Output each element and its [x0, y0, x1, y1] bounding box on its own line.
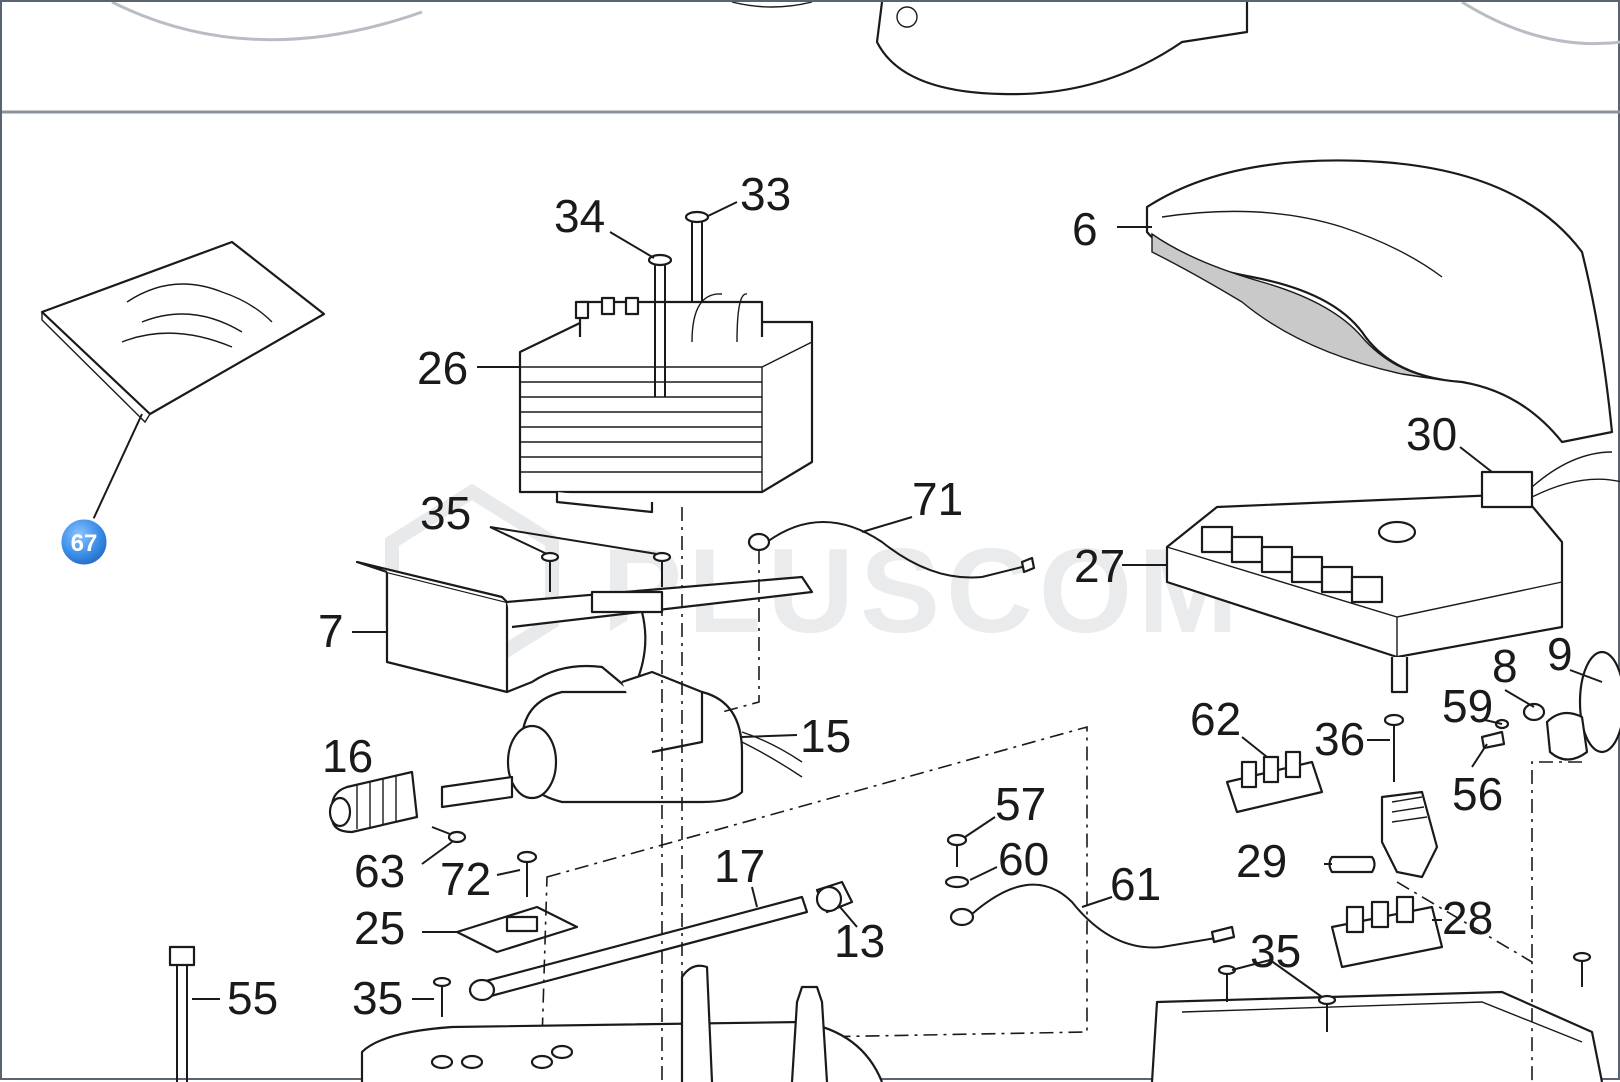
- label-16[interactable]: 16: [322, 730, 373, 782]
- part-labels: 34 33 6 26 30 71 35 27 7 15 16 8 9 62 59…: [227, 168, 1573, 1024]
- part-33-screw: [684, 210, 710, 302]
- label-15[interactable]: 15: [800, 710, 851, 762]
- part-35-screws-bottom: [432, 951, 1592, 1032]
- dashed-axis-lines: [661, 507, 683, 1082]
- part-63-pin: [431, 826, 467, 844]
- label-35-top[interactable]: 35: [420, 487, 471, 539]
- part-6-cover: [1145, 159, 1614, 444]
- label-13[interactable]: 13: [834, 915, 885, 967]
- part-72-screw: [516, 850, 538, 897]
- label-30[interactable]: 30: [1406, 408, 1457, 460]
- label-25[interactable]: 25: [354, 902, 405, 954]
- label-35-right[interactable]: 35: [1250, 925, 1301, 977]
- part-26-transformer: [518, 293, 814, 514]
- label-57[interactable]: 57: [995, 778, 1046, 830]
- label-63[interactable]: 63: [354, 845, 405, 897]
- part-67-badge[interactable]: 67: [58, 516, 110, 568]
- label-33[interactable]: 33: [740, 168, 791, 220]
- part-7-bracket: [355, 560, 814, 694]
- leader-lines: [192, 201, 1603, 1000]
- label-59[interactable]: 59: [1442, 680, 1493, 732]
- label-60[interactable]: 60: [998, 833, 1049, 885]
- part-57-screw: [946, 833, 968, 867]
- label-28[interactable]: 28: [1442, 892, 1493, 944]
- label-71[interactable]: 71: [912, 473, 963, 525]
- label-36[interactable]: 36: [1314, 713, 1365, 765]
- part-36-screw: [1383, 713, 1405, 782]
- badge-circle[interactable]: [58, 516, 110, 568]
- part-15-motor: [440, 670, 803, 809]
- part-29-fuse: [1328, 855, 1376, 874]
- label-26[interactable]: 26: [417, 342, 468, 394]
- label-9[interactable]: 9: [1547, 628, 1573, 680]
- part-71-cable: [721, 521, 1036, 713]
- label-56[interactable]: 56: [1452, 768, 1503, 820]
- part-13-bushing: [815, 880, 854, 914]
- part-fuse-holder: [1380, 790, 1439, 879]
- part-17-shaft: [468, 725, 1088, 1043]
- label-27[interactable]: 27: [1074, 540, 1125, 592]
- label-17[interactable]: 17: [714, 840, 765, 892]
- part-28-terminal: [1330, 895, 1444, 969]
- label-34[interactable]: 34: [554, 190, 605, 242]
- top-strip: [2, 2, 1620, 114]
- label-29[interactable]: 29: [1236, 835, 1287, 887]
- label-55[interactable]: 55: [227, 972, 278, 1024]
- part-61-cable: [949, 883, 1236, 949]
- label-72[interactable]: 72: [440, 853, 491, 905]
- part-27-control-board: [1165, 451, 1620, 694]
- part-35-screws-top: [540, 551, 672, 592]
- label-61[interactable]: 61: [1110, 858, 1161, 910]
- label-7[interactable]: 7: [318, 605, 344, 657]
- label-62[interactable]: 62: [1190, 693, 1241, 745]
- part-16-worm: [328, 770, 419, 834]
- part-67-manual[interactable]: [40, 240, 326, 523]
- label-35-bottom[interactable]: 35: [352, 972, 403, 1024]
- part-base-housing: [360, 964, 1604, 1082]
- part-34-screw: [647, 253, 673, 397]
- dashed-assembly-line: [1396, 761, 1582, 1082]
- part-55-bolt: [168, 945, 196, 1082]
- part-60-washer: [944, 875, 970, 889]
- part-25-plate: [455, 905, 579, 954]
- label-6[interactable]: 6: [1072, 203, 1098, 255]
- part-62-terminal: [1225, 750, 1324, 814]
- badge-label[interactable]: 67: [71, 530, 98, 557]
- label-8[interactable]: 8: [1492, 640, 1518, 692]
